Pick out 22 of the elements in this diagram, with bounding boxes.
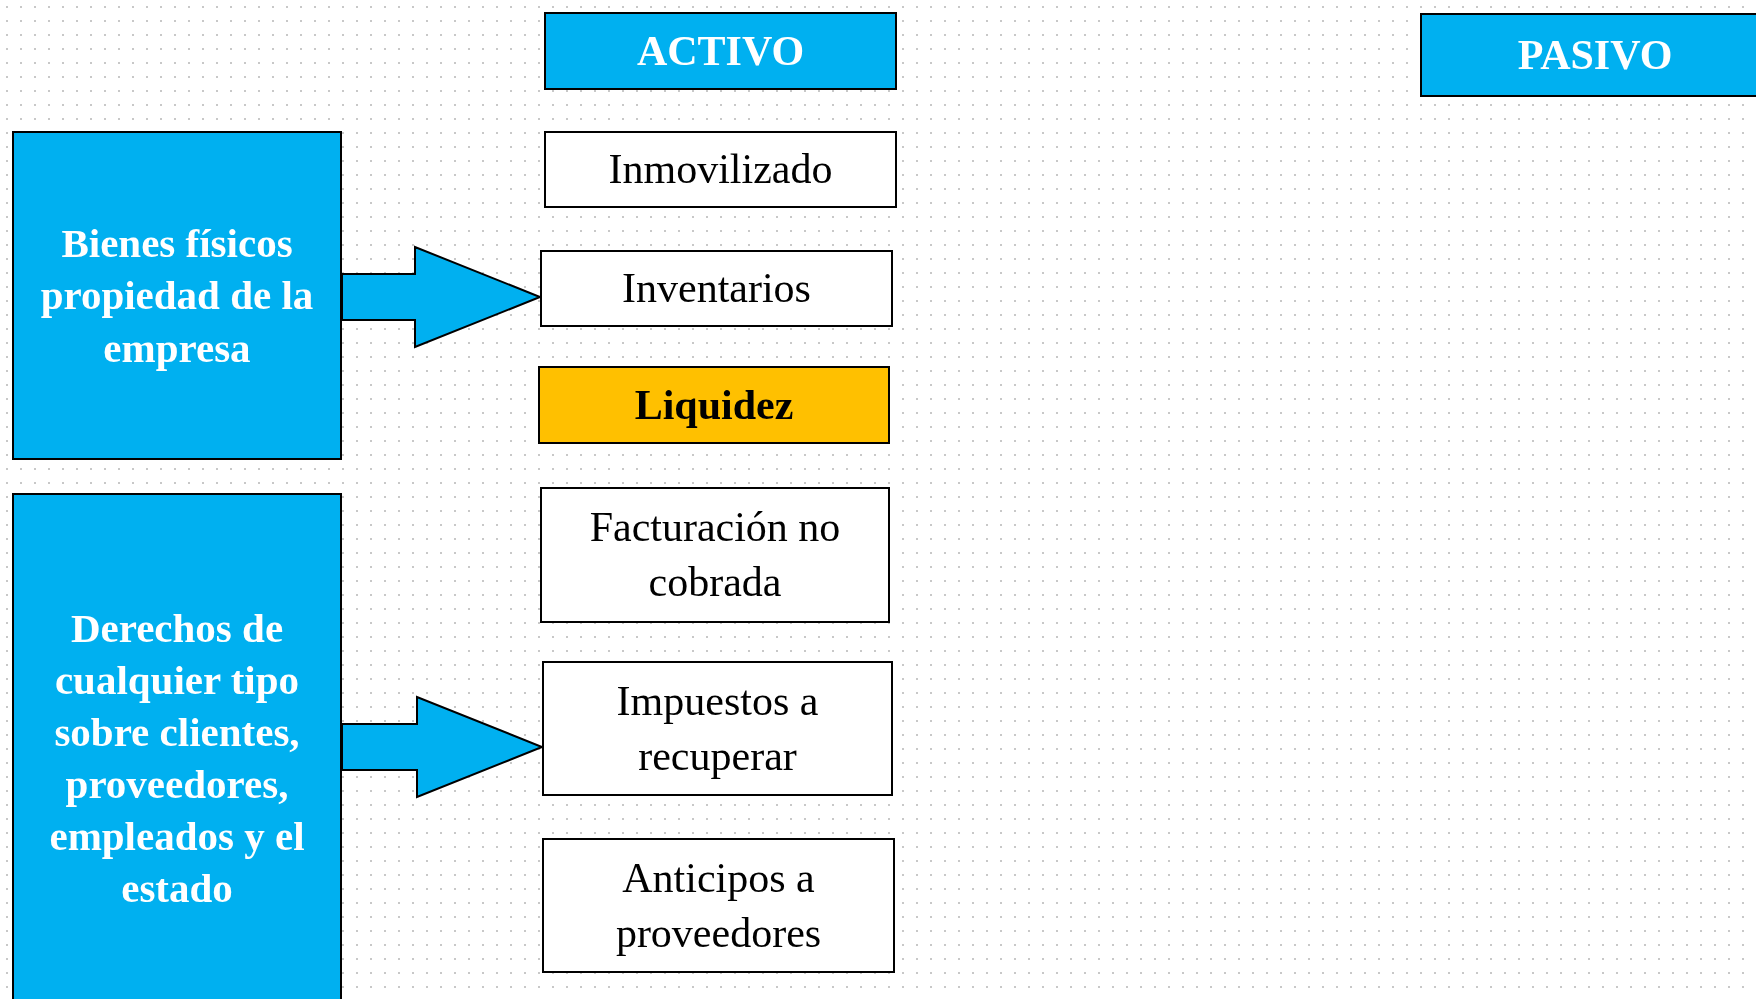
account-box: [540, 250, 893, 327]
description-box: [12, 131, 342, 460]
box-label: Inventarios: [622, 264, 811, 314]
box-label: Liquidez: [634, 380, 794, 430]
block-arrow: [341, 245, 543, 349]
box-label: Inmovilizado: [608, 145, 833, 195]
block-arrow: [341, 695, 545, 799]
box-label: PASIVO: [1517, 30, 1673, 80]
account-box: [542, 661, 893, 796]
box-label: ACTIVO: [636, 26, 805, 76]
account-box: [542, 838, 895, 973]
account-box: [540, 487, 890, 623]
box-label: Impuestos a recuperar: [615, 676, 820, 781]
header-box: [544, 12, 897, 90]
box-label: Anticipos a proveedores: [614, 853, 823, 958]
account-box: [544, 131, 897, 208]
highlight-box: [538, 366, 890, 444]
header-box: [1420, 13, 1756, 97]
description-box: [12, 493, 342, 999]
box-label: Facturación no cobrada: [588, 503, 842, 607]
box-label: Derechos de cualquier tipo sobre clientes, proveedores, empleados y el estado: [48, 603, 306, 914]
box-label: Bienes físicos propiedad de la empresa: [39, 219, 315, 373]
